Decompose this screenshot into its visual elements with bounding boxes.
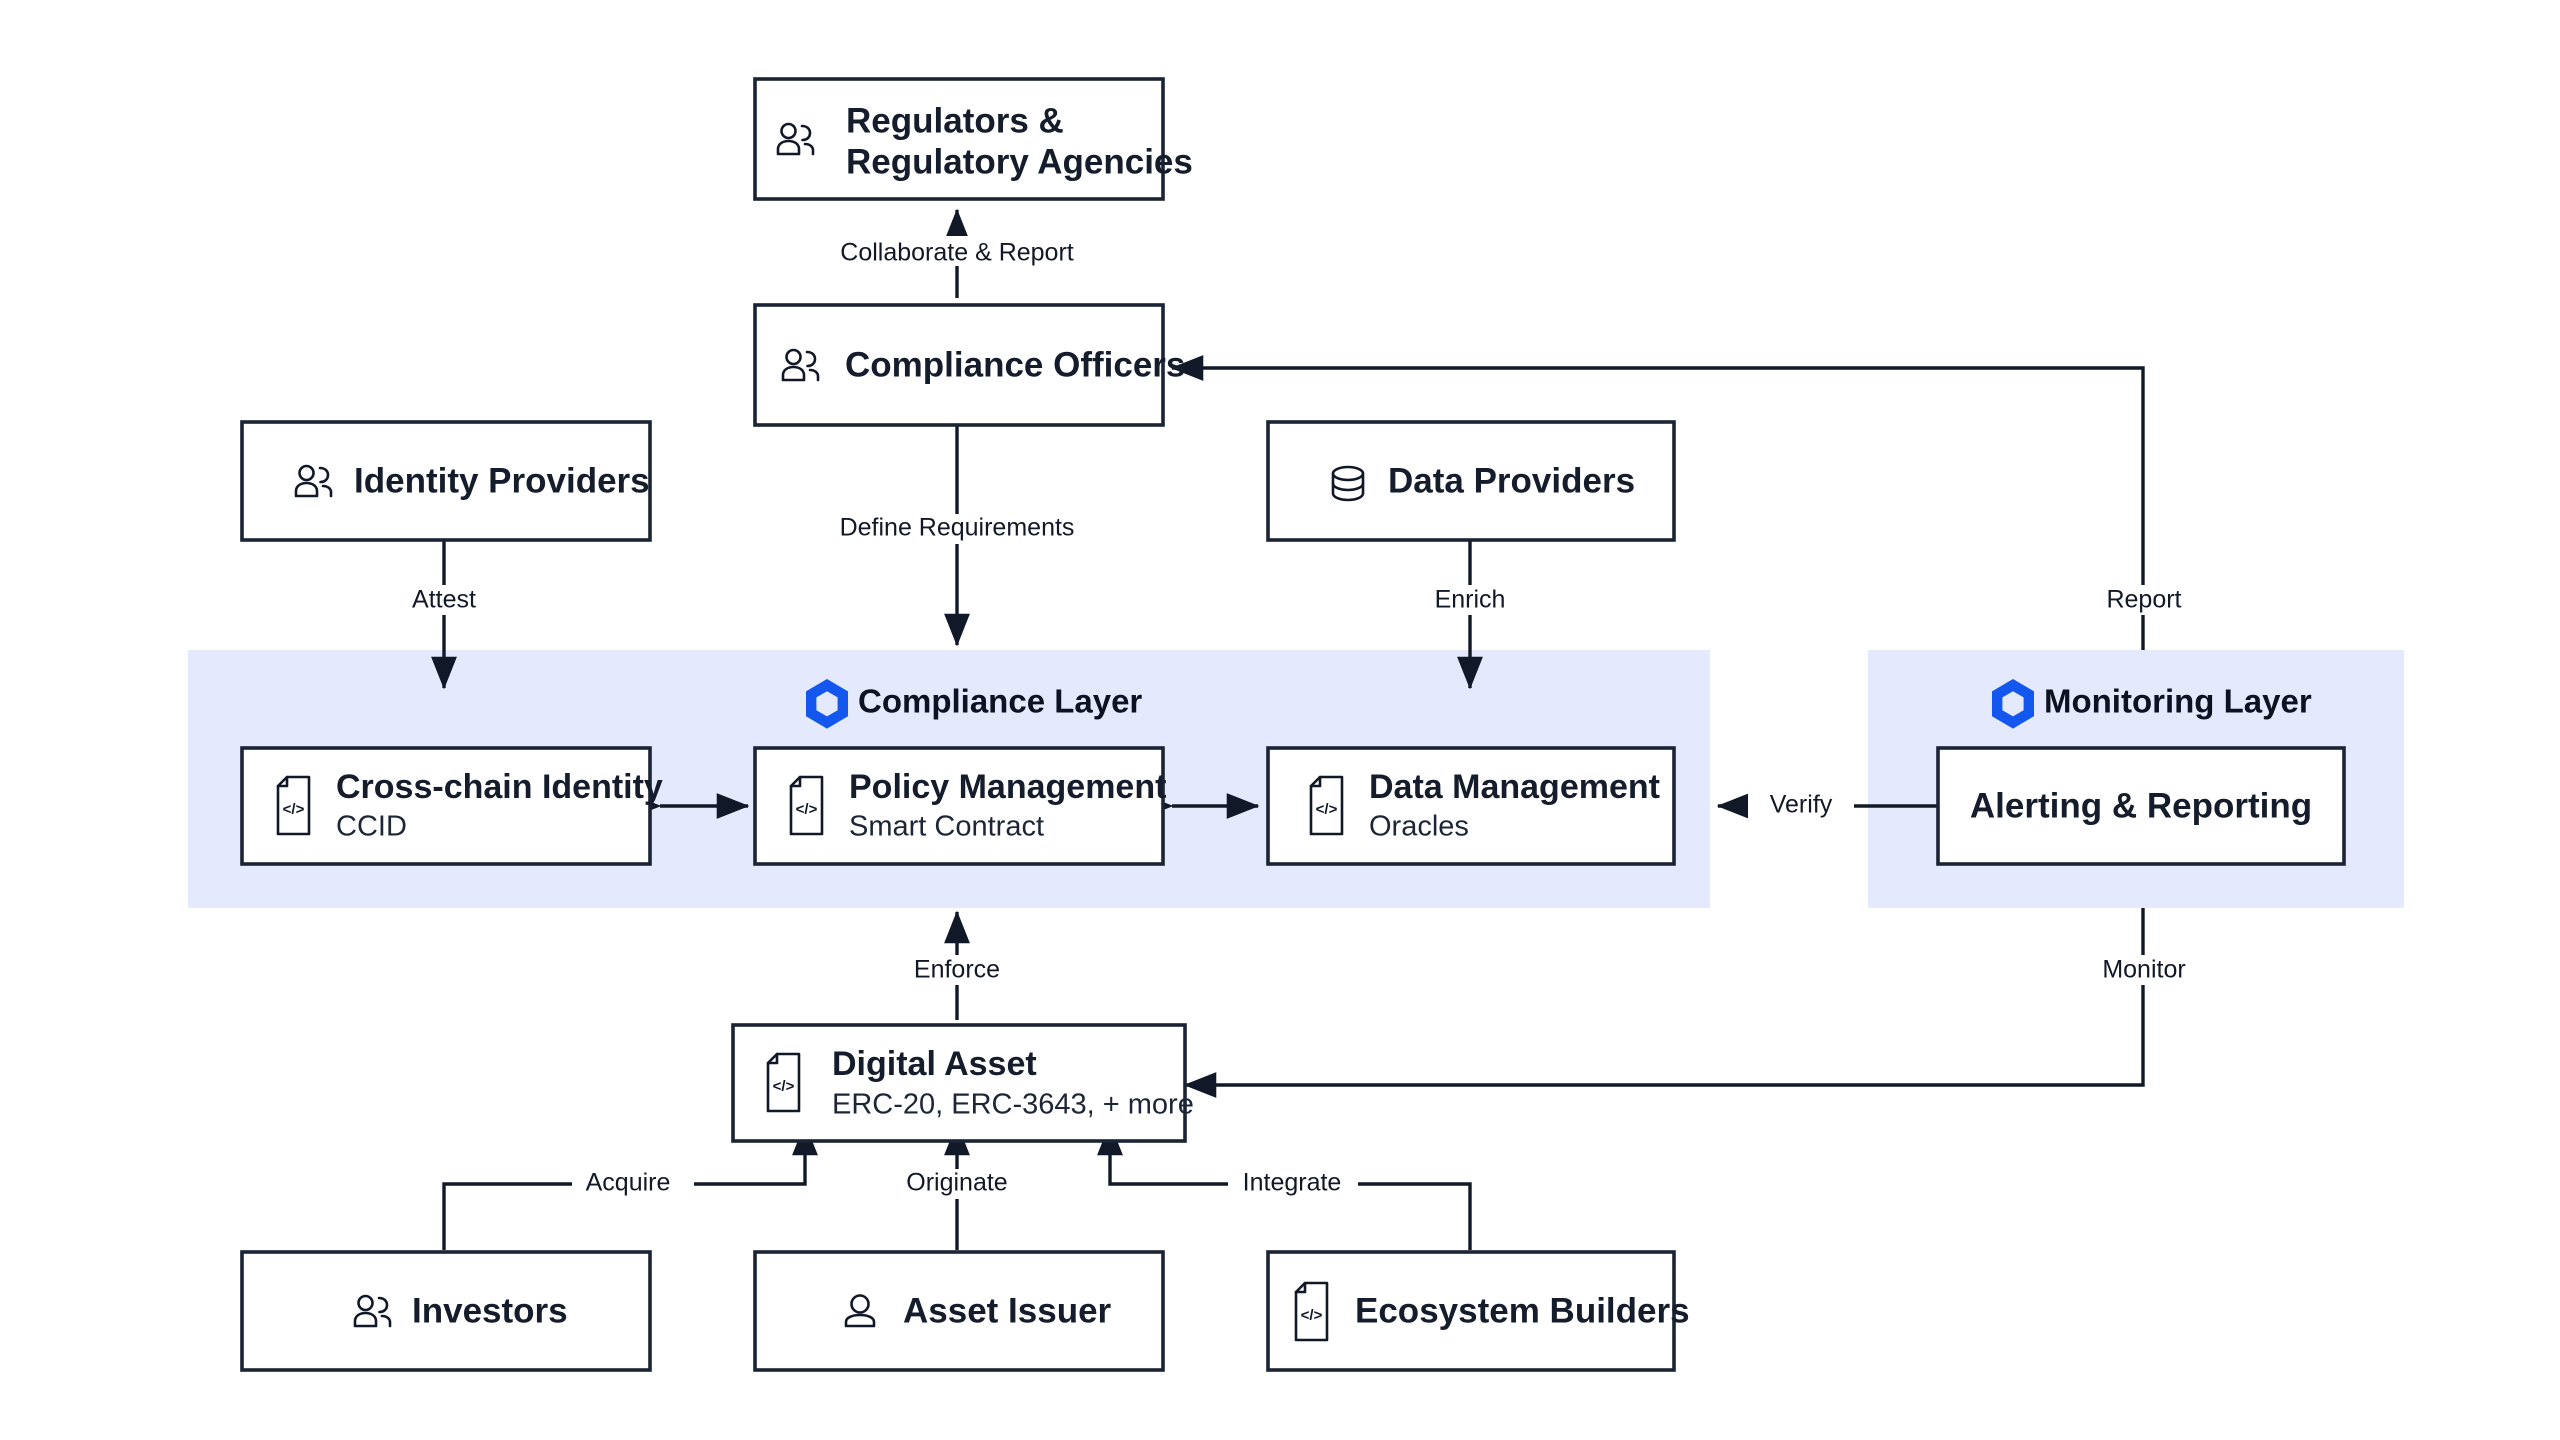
node-asset-issuer[interactable]: Asset Issuer xyxy=(753,1250,1165,1372)
database-icon xyxy=(1331,465,1365,502)
node-policy-management[interactable]: </> Policy Management Smart Contract xyxy=(753,746,1166,866)
edge-label-integrate: Integrate xyxy=(1243,1169,1342,1197)
node-identity-providers[interactable]: Identity Providers xyxy=(240,420,652,542)
edge-define-requirements: Define Requirements xyxy=(840,426,1075,647)
edge-label-attest: Attest xyxy=(412,586,476,614)
compliance-layer-label: Compliance Layer xyxy=(858,683,1142,720)
monitoring-layer-label: Monitoring Layer xyxy=(2044,683,2312,720)
node-ecosystem-builders[interactable]: </> Ecosystem Builders xyxy=(1266,1250,1690,1372)
code-document-icon: </> xyxy=(1309,775,1344,836)
node-digital-asset-subtitle: ERC-20, ERC-3643, + more xyxy=(832,1089,1194,1121)
edge-integrate: Integrate xyxy=(1097,1122,1472,1250)
node-data-management[interactable]: </> Data Management Oracles xyxy=(1266,746,1676,866)
node-alerting-reporting-title: Alerting & Reporting xyxy=(1970,786,2312,825)
edge-monitor: Monitor xyxy=(1183,908,2204,1098)
hexagon-icon xyxy=(1992,679,2034,729)
node-digital-asset[interactable]: </> Digital Asset ERC-20, ERC-3643, + mo… xyxy=(731,1023,1194,1143)
monitoring-layer-header: Monitoring Layer xyxy=(1992,679,2312,729)
node-data-providers[interactable]: Data Providers xyxy=(1266,420,1676,542)
edge-collaborate-report: Collaborate & Report xyxy=(840,208,1074,298)
users-icon xyxy=(294,464,333,498)
node-asset-issuer-title: Asset Issuer xyxy=(903,1291,1112,1330)
node-regulators-title-line2: Regulatory Agencies xyxy=(846,142,1193,181)
node-data-management-title: Data Management xyxy=(1369,768,1660,806)
node-digital-asset-title: Digital Asset xyxy=(832,1045,1037,1083)
svg-text:</>: </> xyxy=(283,801,305,818)
node-identity-providers-title: Identity Providers xyxy=(354,461,650,500)
user-icon xyxy=(844,1294,876,1328)
users-icon xyxy=(781,348,820,382)
code-document-icon: </> xyxy=(1294,1281,1329,1342)
edge-label-enrich: Enrich xyxy=(1435,586,1506,614)
edge-label-originate: Originate xyxy=(906,1169,1007,1197)
users-icon xyxy=(776,122,815,156)
node-data-providers-title: Data Providers xyxy=(1388,461,1635,500)
node-regulators-title-line1: Regulators & xyxy=(846,101,1064,140)
code-document-icon: </> xyxy=(276,775,311,836)
node-cross-chain-identity[interactable]: </> Cross-chain Identity CCID xyxy=(240,746,663,866)
edge-report: Report xyxy=(1170,355,2202,650)
edge-attest: Attest xyxy=(390,541,500,690)
edge-label-enforce: Enforce xyxy=(914,956,1000,984)
node-investors[interactable]: Investors xyxy=(240,1250,652,1372)
svg-text:</>: </> xyxy=(1301,1307,1323,1324)
node-data-management-subtitle: Oracles xyxy=(1369,811,1469,843)
edge-label-verify: Verify xyxy=(1770,791,1833,819)
svg-text:</>: </> xyxy=(1316,801,1338,818)
hexagon-icon xyxy=(806,679,848,729)
edge-verify: Verify xyxy=(1716,791,1938,821)
edge-label-collaborate-report: Collaborate & Report xyxy=(840,239,1074,267)
code-document-icon: </> xyxy=(789,775,824,836)
edge-enforce: Enforce xyxy=(900,910,1018,1020)
node-regulators[interactable]: Regulators & Regulatory Agencies xyxy=(753,77,1193,201)
edge-acquire: Acquire xyxy=(442,1122,818,1250)
node-ecosystem-builders-title: Ecosystem Builders xyxy=(1355,1291,1690,1330)
edge-label-report: Report xyxy=(2106,586,2181,614)
node-cross-chain-identity-subtitle: CCID xyxy=(336,811,407,843)
users-icon xyxy=(353,1294,392,1328)
svg-text:</>: </> xyxy=(796,801,818,818)
edge-label-monitor: Monitor xyxy=(2102,956,2185,984)
node-compliance-officers[interactable]: Compliance Officers xyxy=(753,303,1185,427)
node-investors-title: Investors xyxy=(412,1291,568,1330)
node-compliance-officers-title: Compliance Officers xyxy=(845,345,1185,384)
node-policy-management-subtitle: Smart Contract xyxy=(849,811,1044,843)
edge-label-define-requirements: Define Requirements xyxy=(840,514,1075,542)
code-document-icon: </> xyxy=(766,1052,801,1113)
node-policy-management-title: Policy Management xyxy=(849,768,1166,806)
svg-text:</>: </> xyxy=(773,1078,795,1095)
edge-label-acquire: Acquire xyxy=(586,1169,671,1197)
compliance-layer-header: Compliance Layer xyxy=(806,679,1142,729)
node-cross-chain-identity-title: Cross-chain Identity xyxy=(336,768,663,806)
edge-enrich: Enrich xyxy=(1418,541,1524,690)
edge-originate: Originate xyxy=(893,1122,1026,1250)
node-alerting-reporting[interactable]: Alerting & Reporting xyxy=(1936,746,2346,866)
